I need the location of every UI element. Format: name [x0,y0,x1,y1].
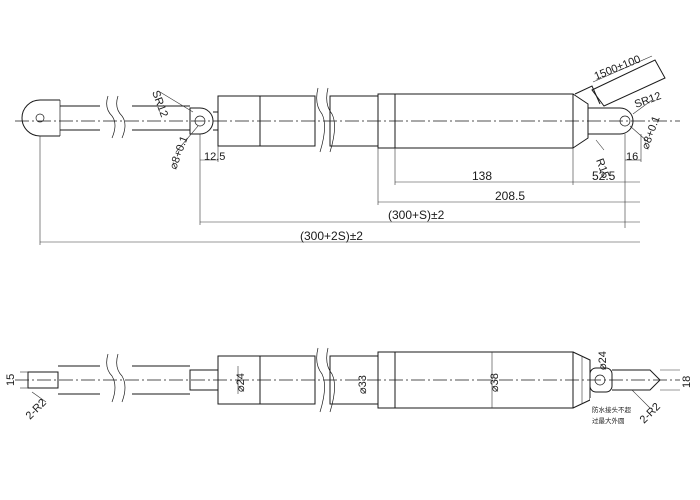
rod-end-eye [189,107,214,135]
inner-tube-mid [259,95,316,147]
break-mark [106,95,116,139]
side-break-mark [106,353,116,403]
dim-15: 15 [5,374,17,386]
dim-208-5: 208.5 [495,189,525,203]
tube-break-mark [316,87,325,153]
chamfer-left-label: 2-R2 [24,397,49,422]
dia-33: ⌀33 [357,375,369,394]
dim-16: 16 [626,151,638,163]
dia-24-cap: ⌀24 [597,351,609,370]
sr12-right-label: SR12 [633,90,663,111]
cable-bundle [591,59,666,107]
left-lug [21,99,60,137]
hole-left-label: ⌀8+0.1 [168,135,191,171]
dim-18: 18 [681,376,693,388]
note-line-2: 过最大外圆 [592,416,625,425]
side-rod-end [27,371,59,389]
left-lug-hole [35,113,45,123]
dim-300-s: (300+S)±2 [388,208,445,222]
dim-52-5: 52.5 [592,169,616,183]
rod-end-hole [194,115,206,127]
dim-300-2s: (300+2S)±2 [300,229,363,243]
cable-gland [574,85,601,105]
rear-clevis-hole [619,115,631,127]
dim-12-5: 12.5 [204,151,225,163]
chamfer-right-label: 2-R2 [638,401,663,426]
dia-38: ⌀38 [489,373,501,392]
sr12-left-label: SR12 [149,89,170,119]
side-view: 15 2-R2 ⌀24 ⌀33 ⌀38 ⌀24 18 2-R2 防 [5,347,693,426]
side-inner-mid [259,355,316,405]
hole-right-label: ⌀8+0.1 [640,115,663,151]
side-tube-break [316,347,325,413]
dia-24-rod: ⌀24 [235,373,247,392]
dim-138: 138 [472,169,492,183]
side-cable-gland [589,367,613,393]
top-view: 1500±100 SR12 ⌀8+0.1 SR12 ⌀8+0.1 R15 12.… [15,53,680,245]
side-clevis [612,369,661,391]
rear-clevis [588,107,634,135]
motor-taper [572,93,589,149]
note-line-1: 防水接头不超 [592,405,632,414]
